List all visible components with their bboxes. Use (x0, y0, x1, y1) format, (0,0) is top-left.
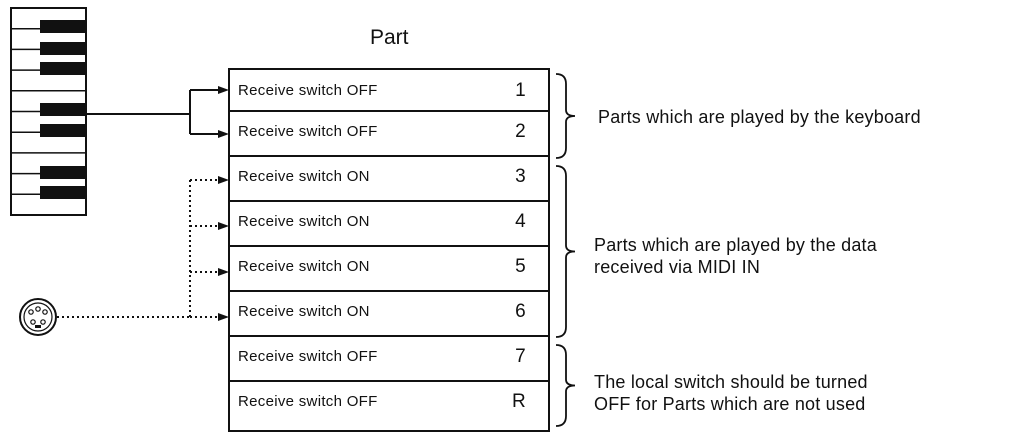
arrow-to-part-6 (218, 313, 229, 321)
connector-pin (42, 309, 48, 315)
black-key (40, 62, 86, 75)
black-key (40, 20, 86, 33)
midi-group-brace (555, 165, 576, 338)
part-number: 7 (515, 345, 526, 367)
arrow-to-part-3 (218, 176, 229, 184)
parts-table: Receive switch OFF 1 Receive switch OFF … (228, 68, 550, 432)
receive-switch-label: Receive switch OFF (238, 348, 378, 365)
connector-pin (35, 306, 41, 312)
part-row-7: Receive switch OFF 7 (230, 335, 548, 376)
connector-inner (23, 302, 53, 332)
keyboard-group-label: Parts which are played by the keyboard (598, 107, 921, 127)
receive-switch-label: Receive switch OFF (238, 123, 378, 140)
part-number: 5 (515, 255, 526, 277)
arrow-to-part-4 (218, 222, 229, 230)
part-row-3: Receive switch ON 3 (230, 155, 548, 196)
black-key (40, 124, 86, 137)
part-row-6: Receive switch ON 6 (230, 290, 548, 331)
part-row-8: Receive switch OFF R (230, 380, 548, 421)
midi-group-line-2: received via MIDI IN (594, 257, 761, 277)
arrow-to-part-1 (218, 86, 229, 94)
part-number: 1 (515, 79, 526, 101)
part-row-1: Receive switch OFF 1 (230, 70, 548, 111)
part-row-2: Receive switch OFF 2 (230, 110, 548, 151)
part-number: 2 (515, 120, 526, 142)
arrow-to-part-5 (218, 268, 229, 276)
unused-group-brace (555, 344, 576, 427)
part-column-header: Part (370, 26, 409, 49)
receive-switch-label: Receive switch ON (238, 168, 370, 185)
connector-pin (40, 319, 46, 325)
connector-key-notch (35, 325, 41, 328)
part-row-5: Receive switch ON 5 (230, 245, 548, 286)
receive-switch-label: Receive switch ON (238, 258, 370, 275)
part-row-4: Receive switch ON 4 (230, 200, 548, 241)
midi-in-connector-icon (19, 298, 57, 336)
unused-group-line-2: OFF for Parts which are not used (594, 394, 866, 414)
black-key (40, 42, 86, 55)
part-number: 4 (515, 210, 526, 232)
receive-switch-label: Receive switch ON (238, 303, 370, 320)
receive-switch-label: Receive switch ON (238, 213, 370, 230)
black-key (40, 103, 86, 116)
black-key (40, 166, 86, 179)
part-number: R (511, 390, 526, 412)
part-number: 6 (515, 300, 526, 322)
arrow-to-part-2 (218, 130, 229, 138)
black-key (40, 186, 86, 199)
connector-pin (28, 309, 34, 315)
midi-group-label: Parts which are played by the data recei… (594, 234, 877, 278)
piano-keyboard-icon (10, 7, 87, 216)
receive-switch-label: Receive switch OFF (238, 393, 378, 410)
receive-switch-label: Receive switch OFF (238, 82, 378, 99)
unused-group-label: The local switch should be turned OFF fo… (594, 371, 868, 415)
connector-ring (19, 298, 57, 336)
unused-group-line-1: The local switch should be turned (594, 372, 868, 392)
connector-pin (30, 319, 36, 325)
part-number: 3 (515, 165, 526, 187)
midi-group-line-1: Parts which are played by the data (594, 235, 877, 255)
keyboard-group-brace (555, 73, 576, 159)
